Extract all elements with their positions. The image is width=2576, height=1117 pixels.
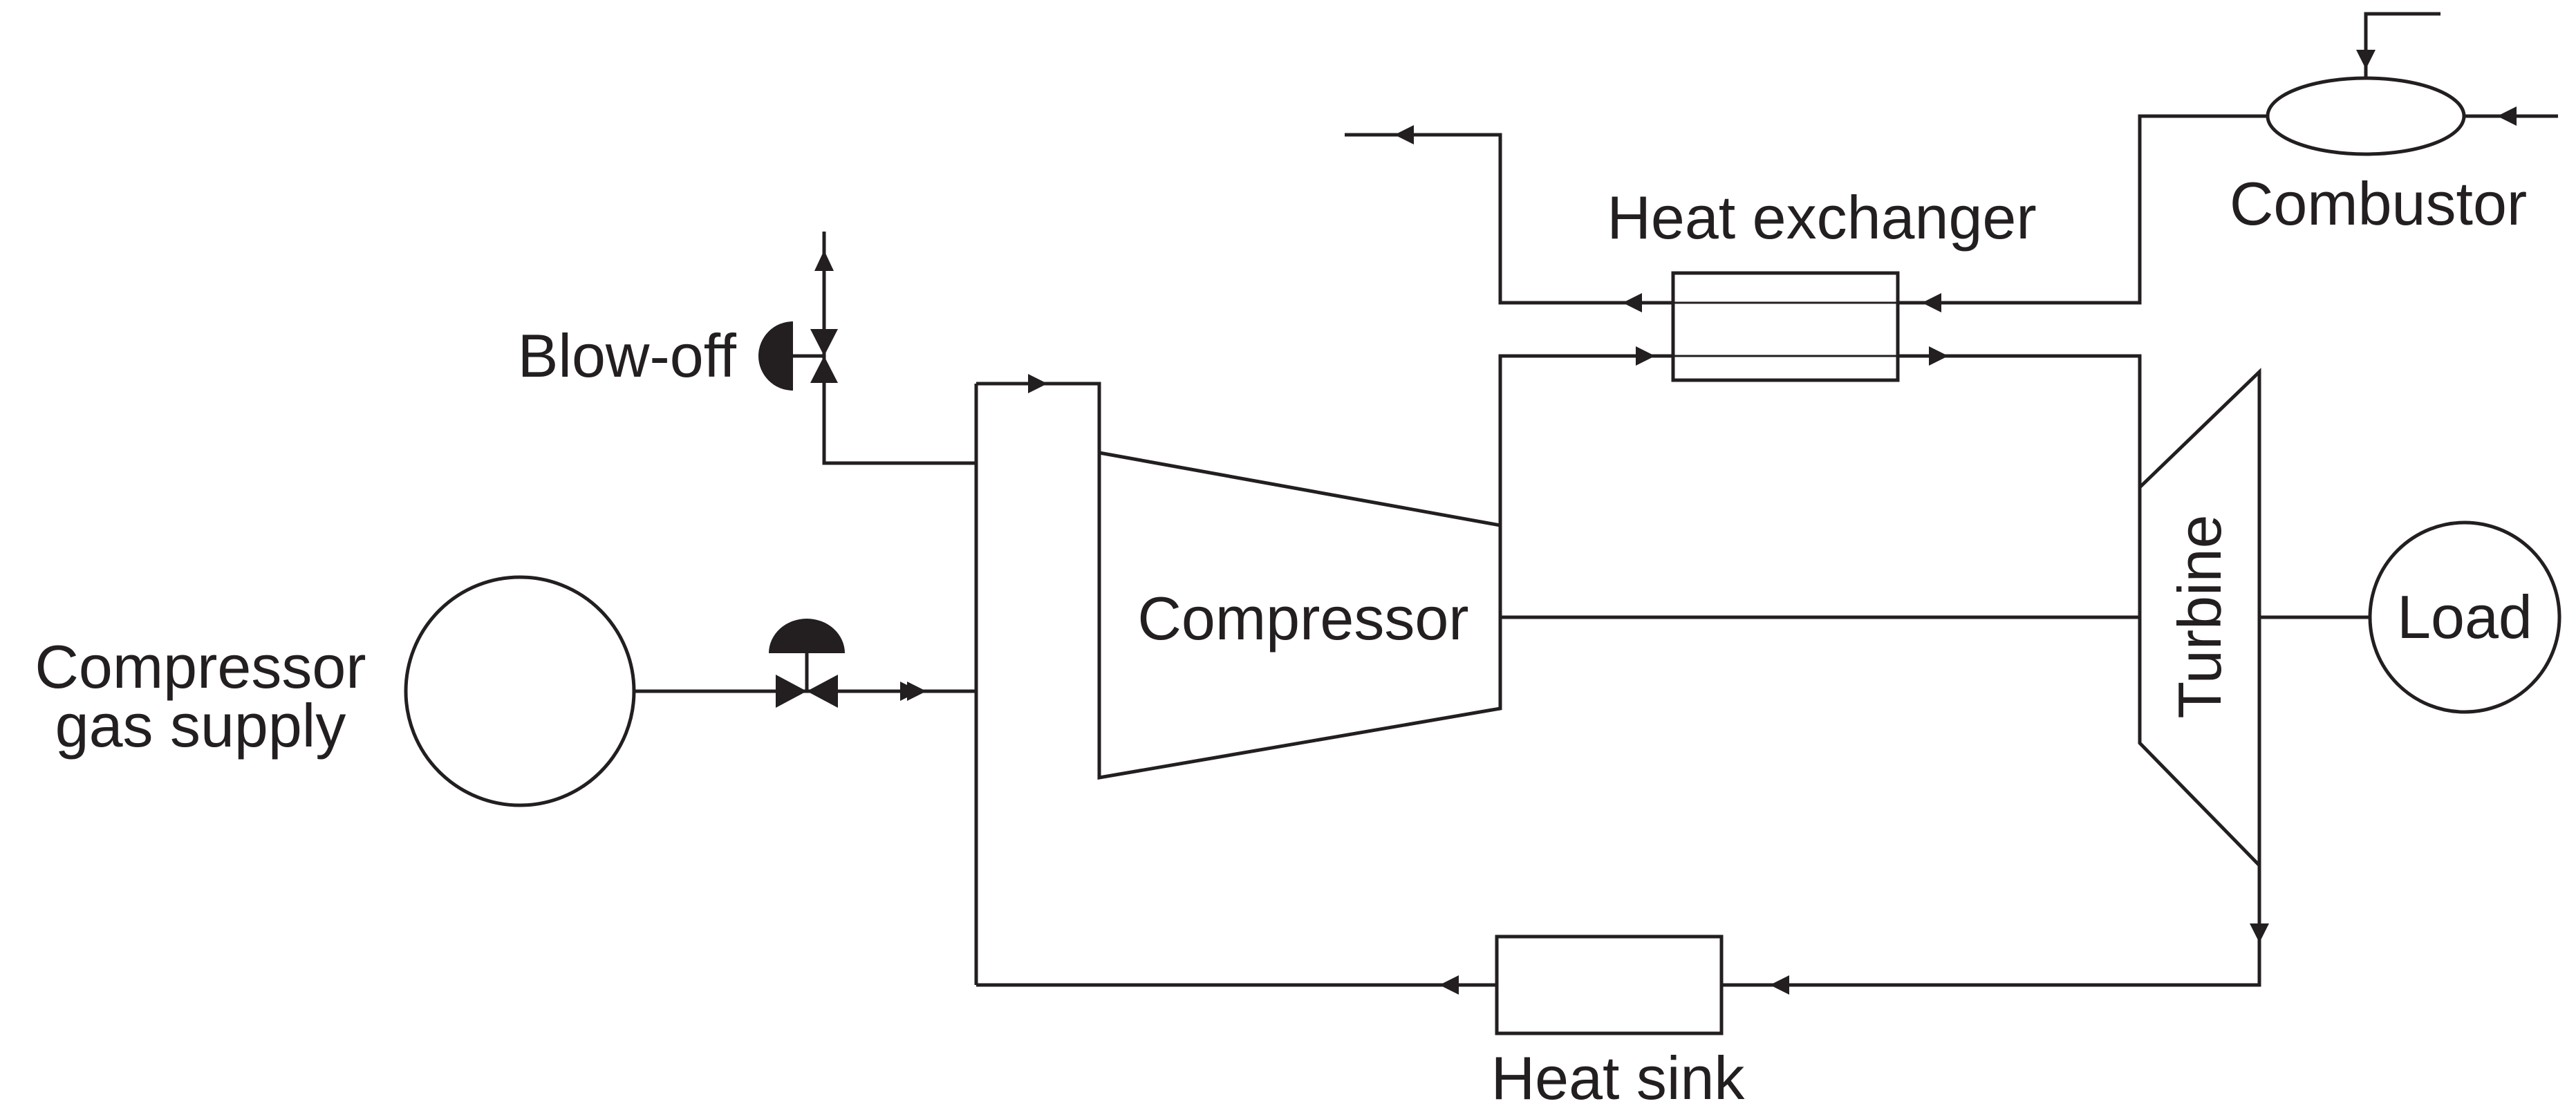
heat-sink-out-arrow (1439, 975, 1459, 995)
combustor-label: Combustor (2230, 169, 2527, 238)
heat-sink-label: Heat sink (1491, 1044, 1746, 1112)
exhaust-arrow (1394, 125, 1414, 144)
load-circle (2368, 520, 2561, 714)
supply-valve (769, 619, 845, 708)
gas-supply-vessel (404, 575, 636, 807)
combustor-body (2266, 76, 2466, 156)
blow-off-vent-arrow (814, 250, 834, 271)
turbine-exhaust-arrow (2250, 923, 2269, 943)
compressor-label: Compressor (1137, 584, 1468, 653)
compressor-outlet-pipe (1498, 354, 1673, 525)
heat-exchanger-label: Heat exchanger (1607, 183, 2036, 252)
hx-cold-out-arrow (1929, 346, 1948, 366)
heat-sink-in-arrow (1770, 975, 1789, 995)
hx-hot-out-arrow (1623, 293, 1642, 312)
combustor-fuel-pipe (2364, 12, 2440, 78)
turbine-exhaust-pipe (1721, 865, 2261, 987)
gas-supply-label-line1: Compressor (35, 632, 366, 701)
load-label: Load (2397, 583, 2532, 651)
blow-off-valve (758, 321, 838, 391)
supply-arrow-2 (907, 682, 926, 701)
hx-hot-in-arrow (1922, 293, 1941, 312)
heat-sink-body (1495, 935, 1724, 1035)
compressor-body (1097, 451, 1502, 780)
gas-supply-label-line2: gas supply (55, 691, 346, 760)
compressor-inlet-pipe (976, 382, 1101, 453)
combustor-fuel-arrow (2356, 50, 2376, 69)
blow-off-pipe (822, 232, 976, 465)
hx-to-turbine-pipe (1898, 354, 2142, 487)
blow-off-label: Blow-off (518, 321, 737, 390)
combustor-to-hx-pipe (1898, 114, 2268, 305)
compressor-inlet-arrow (1028, 374, 1047, 393)
hx-exhaust-pipe (1345, 133, 1673, 305)
combustor-air-arrow (2497, 106, 2517, 126)
turbine-label: Turbine (2165, 514, 2234, 718)
heat-exchanger-body (1671, 271, 1900, 382)
hx-cold-in-arrow (1636, 346, 1655, 366)
